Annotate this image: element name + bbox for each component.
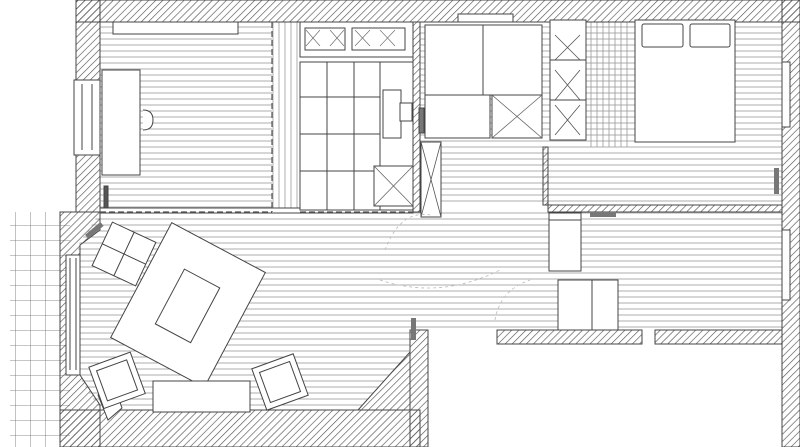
windows xyxy=(65,13,791,421)
corridor-furniture xyxy=(548,212,619,331)
kitchen-floor xyxy=(272,22,298,210)
radiators xyxy=(85,168,779,340)
study-desk xyxy=(101,69,141,176)
study-chair xyxy=(142,109,154,131)
bed xyxy=(634,19,736,143)
window-bedroom-right xyxy=(781,61,791,128)
kitchen-sink xyxy=(382,89,402,139)
wall-corridor-bottom xyxy=(496,329,643,345)
kitchen-counter-top xyxy=(299,21,414,58)
radiator-living xyxy=(85,222,104,239)
kitchen-boundary xyxy=(100,22,413,213)
window-living-left xyxy=(65,254,81,376)
study-furniture xyxy=(101,69,154,209)
kitchen xyxy=(299,21,414,211)
hall-floor xyxy=(420,147,782,205)
wall-top xyxy=(75,0,800,23)
wall-bottom-left xyxy=(59,409,421,447)
radiator-entry xyxy=(411,318,416,340)
bed-pillow-left xyxy=(641,23,684,48)
wall-living-corner xyxy=(356,350,411,411)
bed-pillow-right xyxy=(689,23,731,48)
window-study-left xyxy=(73,79,101,156)
bedroom-wardrobe xyxy=(549,19,587,141)
walls xyxy=(59,0,800,447)
kitchen-island xyxy=(299,61,381,211)
storage-cabinet xyxy=(557,279,619,331)
bedroom-floor-vertical xyxy=(590,22,630,147)
coffee-table xyxy=(154,268,221,344)
wall-entry-right xyxy=(409,329,429,447)
hall-cabinet xyxy=(418,107,442,218)
window-corridor-right xyxy=(781,229,791,301)
living-room xyxy=(88,221,309,413)
entry-floor xyxy=(418,212,553,330)
window-bath-top xyxy=(457,13,514,23)
radiator-bedroom xyxy=(774,168,779,194)
window-study-top xyxy=(112,21,239,35)
bath-vanity xyxy=(424,94,491,139)
wall-bed-divider xyxy=(542,146,549,206)
sofa xyxy=(152,380,251,413)
kitchen-cooktop xyxy=(304,27,406,51)
bathroom xyxy=(424,24,543,139)
wall-corridor-bottom-right xyxy=(654,329,783,345)
radiator-hall xyxy=(590,212,616,217)
shoe-cabinet xyxy=(548,212,582,272)
wall-hall-bottom xyxy=(547,204,783,213)
door-swings xyxy=(379,214,531,321)
